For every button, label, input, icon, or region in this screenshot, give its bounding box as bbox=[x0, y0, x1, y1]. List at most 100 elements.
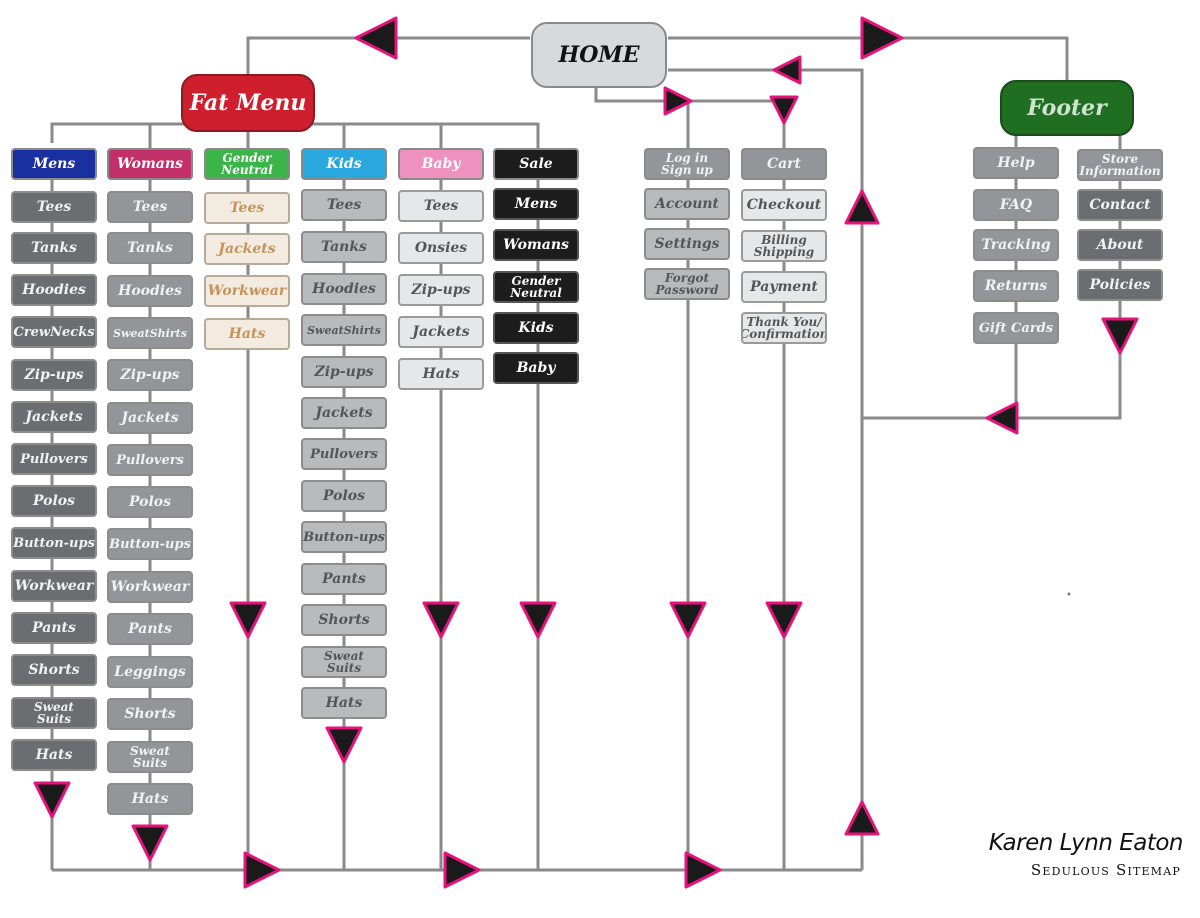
mens-item-node[interactable]: Pants bbox=[11, 612, 97, 644]
kids-header-node[interactable]: Kids bbox=[301, 148, 387, 180]
mens-item-node[interactable]: Tanks bbox=[11, 232, 97, 264]
mens-item-node[interactable]: Polos bbox=[11, 485, 97, 517]
sale-item-node[interactable]: Mens bbox=[493, 188, 579, 220]
womans-header-node[interactable]: Womans bbox=[107, 148, 193, 180]
sale-item-node[interactable]: Kids bbox=[493, 312, 579, 344]
footer-right-header-node[interactable]: Store Information bbox=[1077, 149, 1163, 181]
baby-item-node[interactable]: Zip-ups bbox=[398, 274, 484, 306]
womans-item-node[interactable]: Leggings bbox=[107, 656, 193, 688]
account-item-node[interactable]: Forgot Password bbox=[644, 268, 730, 300]
womans-item-node[interactable]: Pullovers bbox=[107, 444, 193, 476]
mens-item-node[interactable]: Hats bbox=[11, 739, 97, 771]
kids-item-node[interactable]: Polos bbox=[301, 480, 387, 512]
sale-item-node[interactable]: Gender Neutral bbox=[493, 271, 579, 303]
mens-item-node[interactable]: Pullovers bbox=[11, 443, 97, 475]
footer-right-item-node[interactable]: About bbox=[1077, 229, 1163, 261]
kids-item-node[interactable]: SweatShirts bbox=[301, 314, 387, 346]
womans-item-node[interactable]: Hoodies bbox=[107, 275, 193, 307]
account-item-node-label: Settings bbox=[654, 236, 720, 252]
cart-item-node[interactable]: Payment bbox=[741, 271, 827, 303]
sale-item-node[interactable]: Baby bbox=[493, 352, 579, 384]
mens-item-node[interactable]: Zip-ups bbox=[11, 359, 97, 391]
womans-item-node[interactable]: Button-ups bbox=[107, 528, 193, 560]
sale-item-node-label: Womans bbox=[503, 237, 569, 253]
fat-menu-node[interactable]: Fat Menu bbox=[181, 74, 315, 132]
sale-header-node[interactable]: Sale bbox=[493, 148, 579, 180]
kids-item-node[interactable]: Jackets bbox=[301, 397, 387, 429]
baby-item-node[interactable]: Tees bbox=[398, 190, 484, 222]
mens-item-node-label: Zip-ups bbox=[24, 367, 84, 383]
footer-left-item-node-label: Tracking bbox=[981, 237, 1051, 253]
author-signature: Karen Lynn Eaton bbox=[988, 830, 1184, 856]
womans-item-node[interactable]: Sweat Suits bbox=[107, 741, 193, 773]
kids-item-node[interactable]: Sweat Suits bbox=[301, 646, 387, 678]
womans-item-node[interactable]: Hats bbox=[107, 783, 193, 815]
gender-neutral-item-node[interactable]: Tees bbox=[204, 192, 290, 224]
gender-neutral-item-node[interactable]: Hats bbox=[204, 318, 290, 350]
sale-item-node[interactable]: Womans bbox=[493, 229, 579, 261]
baby-item-node[interactable]: Onsies bbox=[398, 232, 484, 264]
kids-item-node[interactable]: Button-ups bbox=[301, 521, 387, 553]
baby-item-node[interactable]: Jackets bbox=[398, 316, 484, 348]
footer-left-header-node[interactable]: Help bbox=[973, 147, 1059, 179]
gender-neutral-item-node[interactable]: Jackets bbox=[204, 233, 290, 265]
cart-item-node[interactable]: Checkout bbox=[741, 189, 827, 221]
womans-item-node[interactable]: Tees bbox=[107, 191, 193, 223]
kids-item-node-label: Tees bbox=[326, 197, 362, 213]
womans-item-node-label: Polos bbox=[128, 494, 172, 510]
womans-item-node[interactable]: Polos bbox=[107, 486, 193, 518]
baby-item-node-label: Onsies bbox=[414, 240, 468, 256]
mens-item-node[interactable]: CrewNecks bbox=[11, 316, 97, 348]
gender-neutral-header-node[interactable]: Gender Neutral bbox=[204, 148, 290, 180]
mens-item-node[interactable]: Workwear bbox=[11, 570, 97, 602]
mens-item-node-label: Hats bbox=[35, 747, 73, 763]
footer-left-item-node[interactable]: Gift Cards bbox=[973, 312, 1059, 344]
mens-item-node[interactable]: Hoodies bbox=[11, 274, 97, 306]
footer-right-item-node[interactable]: Contact bbox=[1077, 189, 1163, 221]
kids-item-node[interactable]: Tees bbox=[301, 189, 387, 221]
cart-item-node[interactable]: Billing Shipping bbox=[741, 230, 827, 262]
kids-item-node[interactable]: Hats bbox=[301, 687, 387, 719]
kids-item-node[interactable]: Pants bbox=[301, 563, 387, 595]
womans-item-node[interactable]: Pants bbox=[107, 613, 193, 645]
account-item-node[interactable]: Account bbox=[644, 188, 730, 220]
baby-item-node[interactable]: Hats bbox=[398, 358, 484, 390]
account-item-node[interactable]: Settings bbox=[644, 228, 730, 260]
footer-left-item-node[interactable]: Returns bbox=[973, 270, 1059, 302]
mens-item-node[interactable]: Button-ups bbox=[11, 527, 97, 559]
mens-item-node[interactable]: Shorts bbox=[11, 654, 97, 686]
womans-item-node[interactable]: SweatShirts bbox=[107, 317, 193, 349]
womans-item-node[interactable]: Tanks bbox=[107, 232, 193, 264]
gender-neutral-item-node[interactable]: Workwear bbox=[204, 275, 290, 307]
mens-item-node[interactable]: Sweat Suits bbox=[11, 697, 97, 729]
cart-item-node[interactable]: Thank You/ Confirmation bbox=[741, 312, 827, 344]
kids-item-node[interactable]: Zip-ups bbox=[301, 356, 387, 388]
womans-item-node[interactable]: Jackets bbox=[107, 402, 193, 434]
flow-arrow-right-icon bbox=[243, 851, 281, 889]
kids-item-node[interactable]: Hoodies bbox=[301, 273, 387, 305]
account-header-node[interactable]: Log in Sign up bbox=[644, 148, 730, 180]
footer-left-item-node[interactable]: Tracking bbox=[973, 229, 1059, 261]
kids-item-node[interactable]: Pullovers bbox=[301, 438, 387, 470]
womans-item-node[interactable]: Zip-ups bbox=[107, 359, 193, 391]
kids-item-node-label: Pants bbox=[322, 571, 366, 587]
footer-node[interactable]: Footer bbox=[1000, 80, 1134, 136]
footer-right-item-node-label: Contact bbox=[1089, 197, 1151, 213]
mens-header-node[interactable]: Mens bbox=[11, 148, 97, 180]
cart-header-node[interactable]: Cart bbox=[741, 148, 827, 180]
mens-item-node[interactable]: Tees bbox=[11, 191, 97, 223]
home-node[interactable]: HOME bbox=[531, 22, 667, 88]
footer-left-item-node[interactable]: FAQ bbox=[973, 189, 1059, 221]
footer-right-item-node[interactable]: Policies bbox=[1077, 269, 1163, 301]
flow-arrow-down-icon bbox=[669, 601, 707, 639]
baby-header-node[interactable]: Baby bbox=[398, 148, 484, 180]
womans-item-node[interactable]: Workwear bbox=[107, 571, 193, 603]
flow-arrow-down-icon bbox=[325, 726, 363, 764]
return-trunk-line bbox=[668, 68, 864, 870]
kids-item-node[interactable]: Tanks bbox=[301, 231, 387, 263]
womans-item-node[interactable]: Shorts bbox=[107, 698, 193, 730]
kids-item-node[interactable]: Shorts bbox=[301, 604, 387, 636]
mens-item-node[interactable]: Jackets bbox=[11, 401, 97, 433]
home-to-cart-line bbox=[594, 88, 786, 150]
